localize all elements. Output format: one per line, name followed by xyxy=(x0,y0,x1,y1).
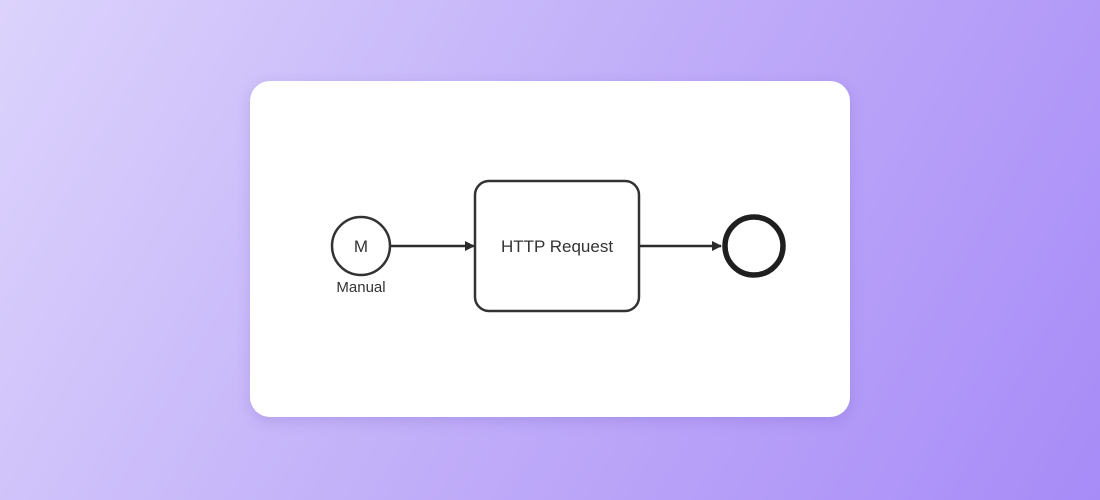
start-event-glyph: M xyxy=(354,237,368,256)
start-event-manual[interactable]: M Manual xyxy=(330,215,392,296)
end-event-circle xyxy=(722,214,786,278)
diagram-card: M Manual HTTP Request xyxy=(250,81,850,417)
task-http-request[interactable]: HTTP Request xyxy=(473,179,641,313)
task-label: HTTP Request xyxy=(501,237,613,256)
bpmn-diagram: M Manual HTTP Request xyxy=(330,179,786,313)
start-event-label: Manual xyxy=(336,279,385,296)
task-box xyxy=(473,179,641,313)
end-event[interactable] xyxy=(722,214,786,278)
start-event-circle xyxy=(330,215,392,277)
